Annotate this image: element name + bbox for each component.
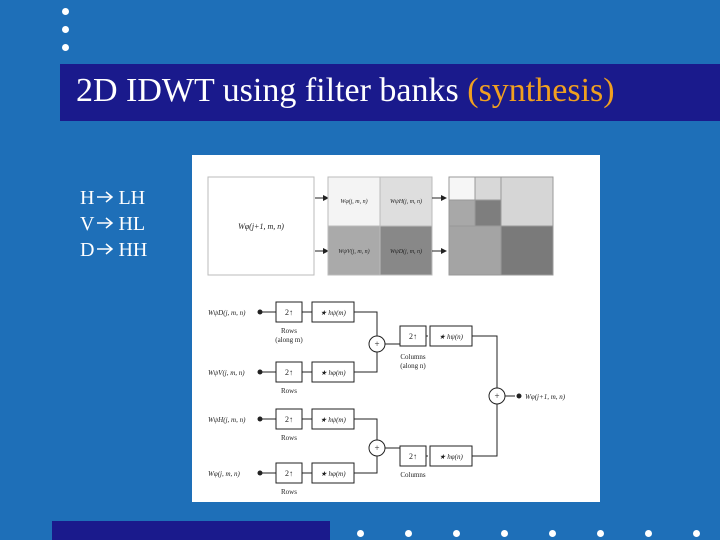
footer-bar bbox=[52, 521, 330, 540]
filter-label: ★ hφ(m) bbox=[320, 369, 346, 377]
upsampler-box bbox=[275, 462, 303, 484]
filter-label: ★ hφ(m) bbox=[320, 470, 346, 478]
decomp-cell bbox=[500, 225, 554, 276]
filter-box bbox=[429, 325, 473, 347]
mapping-to: HL bbox=[118, 213, 146, 235]
rows-label: Rows bbox=[281, 434, 297, 442]
adder-label: + bbox=[374, 443, 379, 453]
upsampler-label: 2↑ bbox=[285, 368, 293, 377]
approx-label: Wφ(j+1, m, n) bbox=[238, 222, 284, 231]
approx-panel bbox=[207, 176, 315, 276]
upsampler-label: 2↑ bbox=[285, 415, 293, 424]
columns-along-label: (along n) bbox=[400, 362, 426, 370]
output-dot bbox=[516, 393, 522, 399]
bullet-dot bbox=[501, 530, 508, 537]
upsampler-box bbox=[399, 325, 427, 347]
filter-box bbox=[311, 301, 355, 323]
upsampler-label: 2↑ bbox=[285, 308, 293, 317]
filter-label: ★ hψ(m) bbox=[320, 416, 346, 424]
decomp-cell bbox=[474, 176, 502, 201]
decomp-cell bbox=[500, 176, 554, 227]
upsampler-box bbox=[275, 408, 303, 430]
filter-label: ★ hψ(n) bbox=[439, 333, 464, 341]
filter-label: ★ hφ(n) bbox=[439, 453, 463, 461]
adder bbox=[488, 387, 506, 405]
input-label: Wφ(j, m, n) bbox=[208, 470, 241, 478]
filter-box bbox=[311, 462, 355, 484]
bullet-dot bbox=[62, 26, 69, 33]
decomp-cell bbox=[448, 199, 476, 227]
mapping-row: D HH bbox=[80, 237, 147, 263]
quad-tl-label: Wφ(j, m, n) bbox=[340, 198, 367, 205]
mapping-from: H bbox=[80, 187, 95, 209]
bullet-dot bbox=[597, 530, 604, 537]
mapping-from: D bbox=[80, 239, 95, 261]
quad-bl-label: WψV(j, m, n) bbox=[338, 248, 369, 255]
columns-label: Columns bbox=[400, 353, 426, 361]
upsampler-label: 2↑ bbox=[285, 469, 293, 478]
subband-mapping: H LH V HL D HH bbox=[80, 185, 147, 263]
bullet-dot bbox=[453, 530, 460, 537]
title-highlight: (synthesis) bbox=[467, 72, 615, 109]
title-main: 2D IDWT using filter banks bbox=[76, 72, 468, 109]
quad-tr bbox=[379, 176, 433, 227]
upsampler-box bbox=[399, 445, 427, 467]
bullet-dot bbox=[357, 530, 364, 537]
rows-label: Rows bbox=[281, 327, 297, 335]
filter-box bbox=[311, 408, 355, 430]
upsampler-label: 2↑ bbox=[409, 332, 417, 341]
right-arrow-icon bbox=[96, 237, 114, 263]
adder-label: + bbox=[374, 339, 379, 349]
mapping-to: LH bbox=[118, 187, 146, 209]
decomp-cell bbox=[474, 199, 502, 227]
adder bbox=[368, 335, 386, 353]
rows-along-label: (along m) bbox=[275, 336, 303, 344]
bullet-dot bbox=[693, 530, 700, 537]
right-arrow-icon bbox=[96, 211, 114, 237]
decomp-cell bbox=[448, 225, 502, 276]
bullet-dot bbox=[405, 530, 412, 537]
input-label: WψD(j, m, n) bbox=[208, 309, 246, 317]
right-arrow-icon bbox=[96, 185, 114, 211]
upsampler-label: 2↑ bbox=[409, 452, 417, 461]
input-label: WψV(j, m, n) bbox=[208, 369, 245, 377]
bullet-dot bbox=[62, 8, 69, 15]
upsampler-box bbox=[275, 301, 303, 323]
input-dot bbox=[257, 470, 263, 476]
mapping-row: V HL bbox=[80, 211, 147, 237]
filter-box bbox=[311, 361, 355, 383]
idwt-figure: Wφ(j+1, m, n) Wφ(j, m, n) WψH(j, m, n) W… bbox=[192, 155, 600, 502]
bullet-dot bbox=[62, 44, 69, 51]
input-dot bbox=[257, 369, 263, 375]
slide-title: 2D IDWT using filter banks (synthesis) bbox=[76, 72, 615, 110]
columns-label: Columns bbox=[400, 471, 426, 479]
adder-label: + bbox=[494, 391, 499, 401]
title-band bbox=[60, 64, 720, 121]
filter-label: ★ hψ(m) bbox=[320, 309, 346, 317]
quad-tr-label: WψH(j, m, n) bbox=[390, 198, 422, 205]
mapping-row: H LH bbox=[80, 185, 147, 211]
bullet-dot bbox=[645, 530, 652, 537]
input-dot bbox=[257, 416, 263, 422]
upsampler-box bbox=[275, 361, 303, 383]
mapping-from: V bbox=[80, 213, 95, 235]
input-label: WψH(j, m, n) bbox=[208, 416, 246, 424]
output-label: Wφ(j+1, m, n) bbox=[525, 393, 566, 401]
quad-br-label: WψD(j, m, n) bbox=[390, 248, 422, 255]
filter-box bbox=[429, 445, 473, 467]
input-dot bbox=[257, 309, 263, 315]
bullet-dot bbox=[549, 530, 556, 537]
rows-label: Rows bbox=[281, 488, 297, 496]
mapping-to: HH bbox=[118, 239, 148, 261]
rows-label: Rows bbox=[281, 387, 297, 395]
adder bbox=[368, 439, 386, 457]
decomp-cell bbox=[448, 176, 476, 201]
